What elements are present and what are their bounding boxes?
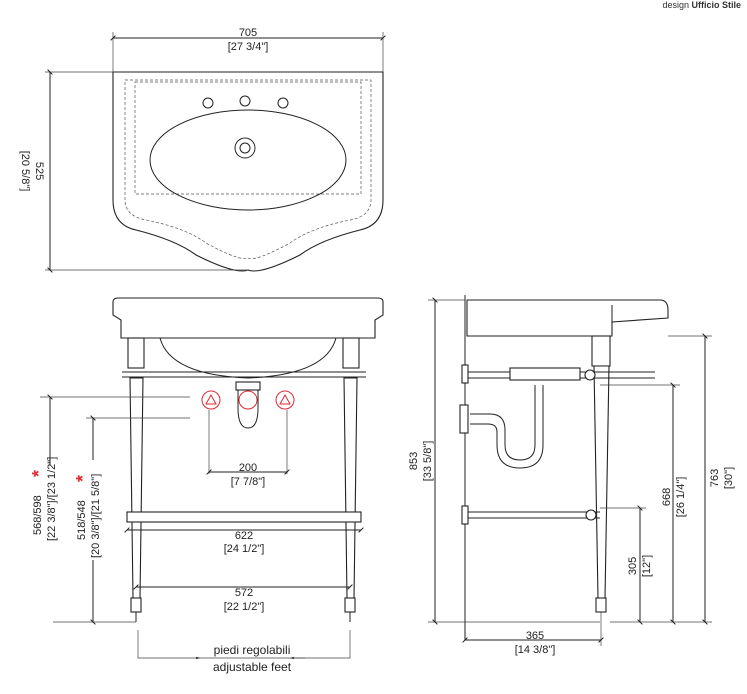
dim-depth-in: [20 5/8"]: [19, 151, 31, 192]
dim-height-b-in: [20 3/8"]/[21 5/8"]: [90, 474, 102, 558]
dim-height-a-in: [22 3/8"]/[23 1/2"]: [46, 457, 58, 541]
dim-pipe-spacing-in: [7 7/8"]: [231, 476, 265, 488]
tap-hole: [277, 97, 289, 109]
water-inlet-left: [201, 390, 221, 410]
dim-rim-height-in: [30"]: [723, 467, 735, 489]
dim-frame-width-in: [24 1/2"]: [224, 543, 265, 555]
dim-pipe-spacing-mm: 200: [239, 462, 257, 474]
water-inlet-right: [275, 390, 295, 410]
feet-label-it: piedi regolabili: [214, 643, 291, 657]
left-leg-top: [127, 337, 145, 369]
credit-brand: Ufficio Stile: [691, 0, 741, 10]
dim-rim-height-mm: 763: [709, 469, 721, 487]
drain: [234, 137, 256, 159]
credit-prefix: design: [662, 0, 689, 10]
dim-leg-spacing-in: [22 1/2"]: [224, 601, 265, 613]
left-leg: [129, 377, 144, 599]
design-credit: design Ufficio Stile: [662, 0, 741, 10]
tap-hole: [202, 97, 214, 109]
side-leg: [593, 365, 610, 599]
dim-side-depth-in: [14 3/8"]: [515, 644, 556, 656]
tap-hole: [239, 95, 251, 107]
dim-depth-mm: 525: [33, 162, 45, 180]
dim-bar-height-mm: 668: [661, 488, 673, 506]
top-view: 705 [27 3/4"] 525 [20 5/8"]: [19, 27, 386, 273]
dim-side-depth-mm: 365: [526, 630, 544, 642]
front-counter: [112, 297, 384, 339]
siphon: [237, 382, 259, 429]
bowl: [149, 109, 347, 211]
dim-total-height-in: [33 5/8"]: [422, 441, 434, 482]
dim-leg-spacing-mm: 572: [235, 587, 253, 599]
right-leg: [343, 377, 358, 599]
adjustable-marker: *: [73, 475, 93, 482]
basin-top-outline: [112, 71, 384, 272]
dim-height-a-mm: 568/598: [32, 495, 44, 535]
dim-shelf-height-mm: 305: [627, 557, 639, 575]
dim-width-in: [27 3/4"]: [228, 41, 269, 53]
dim-total-height-mm: 853: [408, 452, 420, 470]
lower-bar: [126, 511, 362, 523]
dim-frame-width-mm: 622: [235, 530, 253, 542]
feet-label-en: adjustable feet: [213, 660, 292, 674]
dim-shelf-height-in: [12"]: [641, 555, 653, 577]
dim-bar-height-in: [26 1/4"]: [675, 477, 687, 518]
adjustable-marker: *: [29, 470, 49, 477]
side-view: 853 [33 5/8"] 763 [30"] 668 [26 1/4"] 30…: [408, 295, 735, 656]
dim-width-mm: 705: [239, 27, 257, 39]
side-siphon: [470, 385, 544, 469]
right-leg-top: [342, 337, 360, 369]
side-counter: [466, 299, 669, 337]
dim-height-b-mm: 518/548: [76, 500, 88, 540]
front-view: 200 [7 7/8"] 622 [24 1/2"] 572 [22 1/2"]…: [21, 297, 384, 674]
water-inlet-center: [238, 390, 258, 410]
